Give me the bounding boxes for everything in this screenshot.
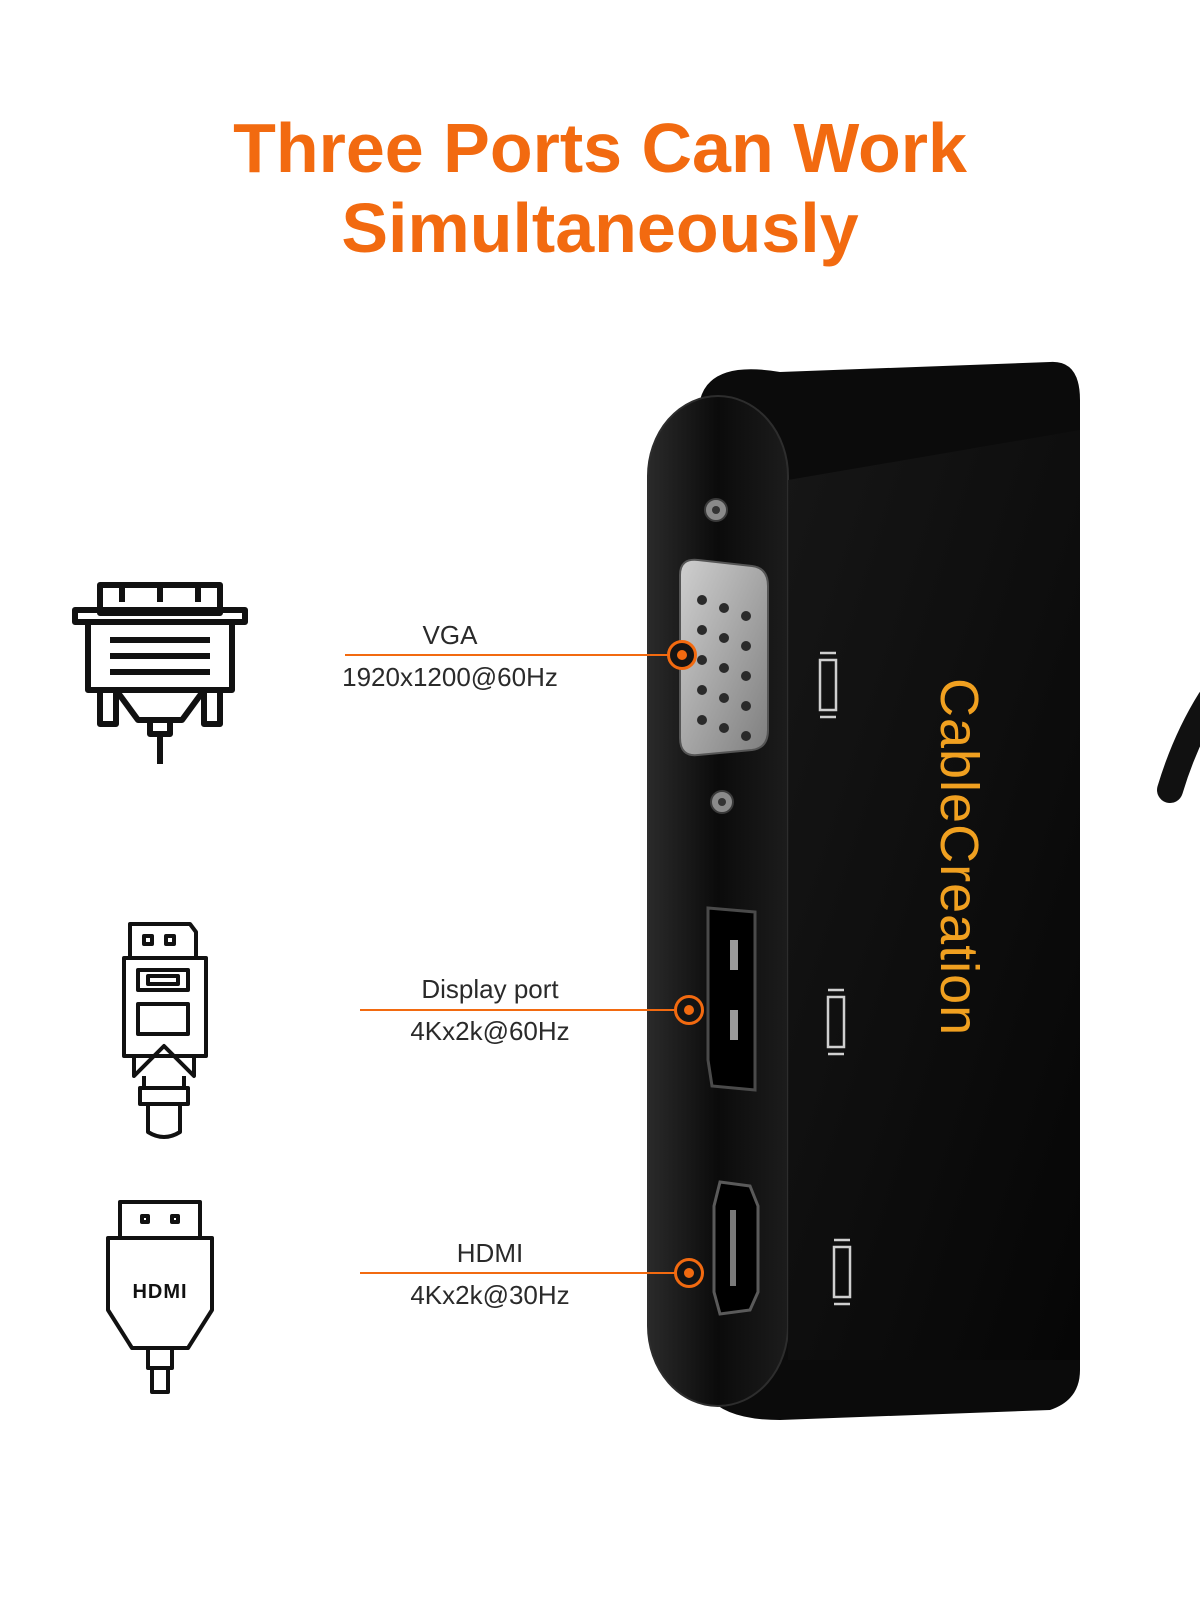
cable xyxy=(1157,691,1200,803)
monitor-mark-1 xyxy=(818,658,838,712)
vga-pointer-line xyxy=(345,654,671,656)
vga-connector-icon xyxy=(72,582,248,764)
vga-pin xyxy=(697,595,707,605)
vga-pin xyxy=(719,723,729,733)
hdmi-label: HDMI xyxy=(456,1238,524,1268)
monitor-mark-2 xyxy=(826,995,846,1049)
vga-pin xyxy=(719,603,729,613)
hdmi-pointer-dot xyxy=(674,1258,704,1288)
displayport-pointer-dot xyxy=(674,995,704,1025)
monitor-mark-3 xyxy=(832,1245,852,1299)
callout-displayport: Display port 4Kx2k@60Hz xyxy=(360,972,704,1046)
vga-pin xyxy=(697,655,707,665)
displayport-spec: 4Kx2k@60Hz xyxy=(410,1016,570,1046)
displayport-connector-icon xyxy=(122,922,208,1139)
vga-pin xyxy=(697,625,707,635)
vga-pin xyxy=(697,715,707,725)
hdmi-icon-text: HDMI xyxy=(132,1281,187,1303)
vga-pin xyxy=(741,671,751,681)
vga-pin xyxy=(741,641,751,651)
vga-spec: 1920x1200@60Hz xyxy=(342,662,558,692)
headline-line-2: Simultaneously xyxy=(341,189,859,267)
vga-label: VGA xyxy=(422,620,478,650)
callout-hdmi: HDMI 4Kx2k@30Hz xyxy=(360,1236,704,1310)
displayport-pointer-line xyxy=(360,1009,678,1011)
headline-line-1: Three Ports Can Work xyxy=(233,109,967,187)
vga-pin xyxy=(741,611,751,621)
vga-pin xyxy=(719,693,729,703)
hdmi-spec: 4Kx2k@30Hz xyxy=(410,1280,570,1310)
displayport-port xyxy=(706,906,757,1092)
displayport-label: Display port xyxy=(421,974,559,1004)
adapter-device xyxy=(647,361,1200,1420)
headline: Three Ports Can Work Simultaneously xyxy=(0,108,1200,268)
vga-pin xyxy=(719,633,729,643)
brand-logo-text: CableCreation xyxy=(929,678,989,1037)
hdmi-pointer-line xyxy=(360,1272,678,1274)
vga-pin xyxy=(741,731,751,741)
vga-pin xyxy=(741,701,751,711)
hdmi-connector-icon: HDMI xyxy=(106,1200,214,1394)
vga-pin xyxy=(719,663,729,673)
vga-pointer-dot xyxy=(667,640,697,670)
vga-pin xyxy=(697,685,707,695)
callout-vga: VGA 1920x1200@60Hz xyxy=(342,618,697,692)
